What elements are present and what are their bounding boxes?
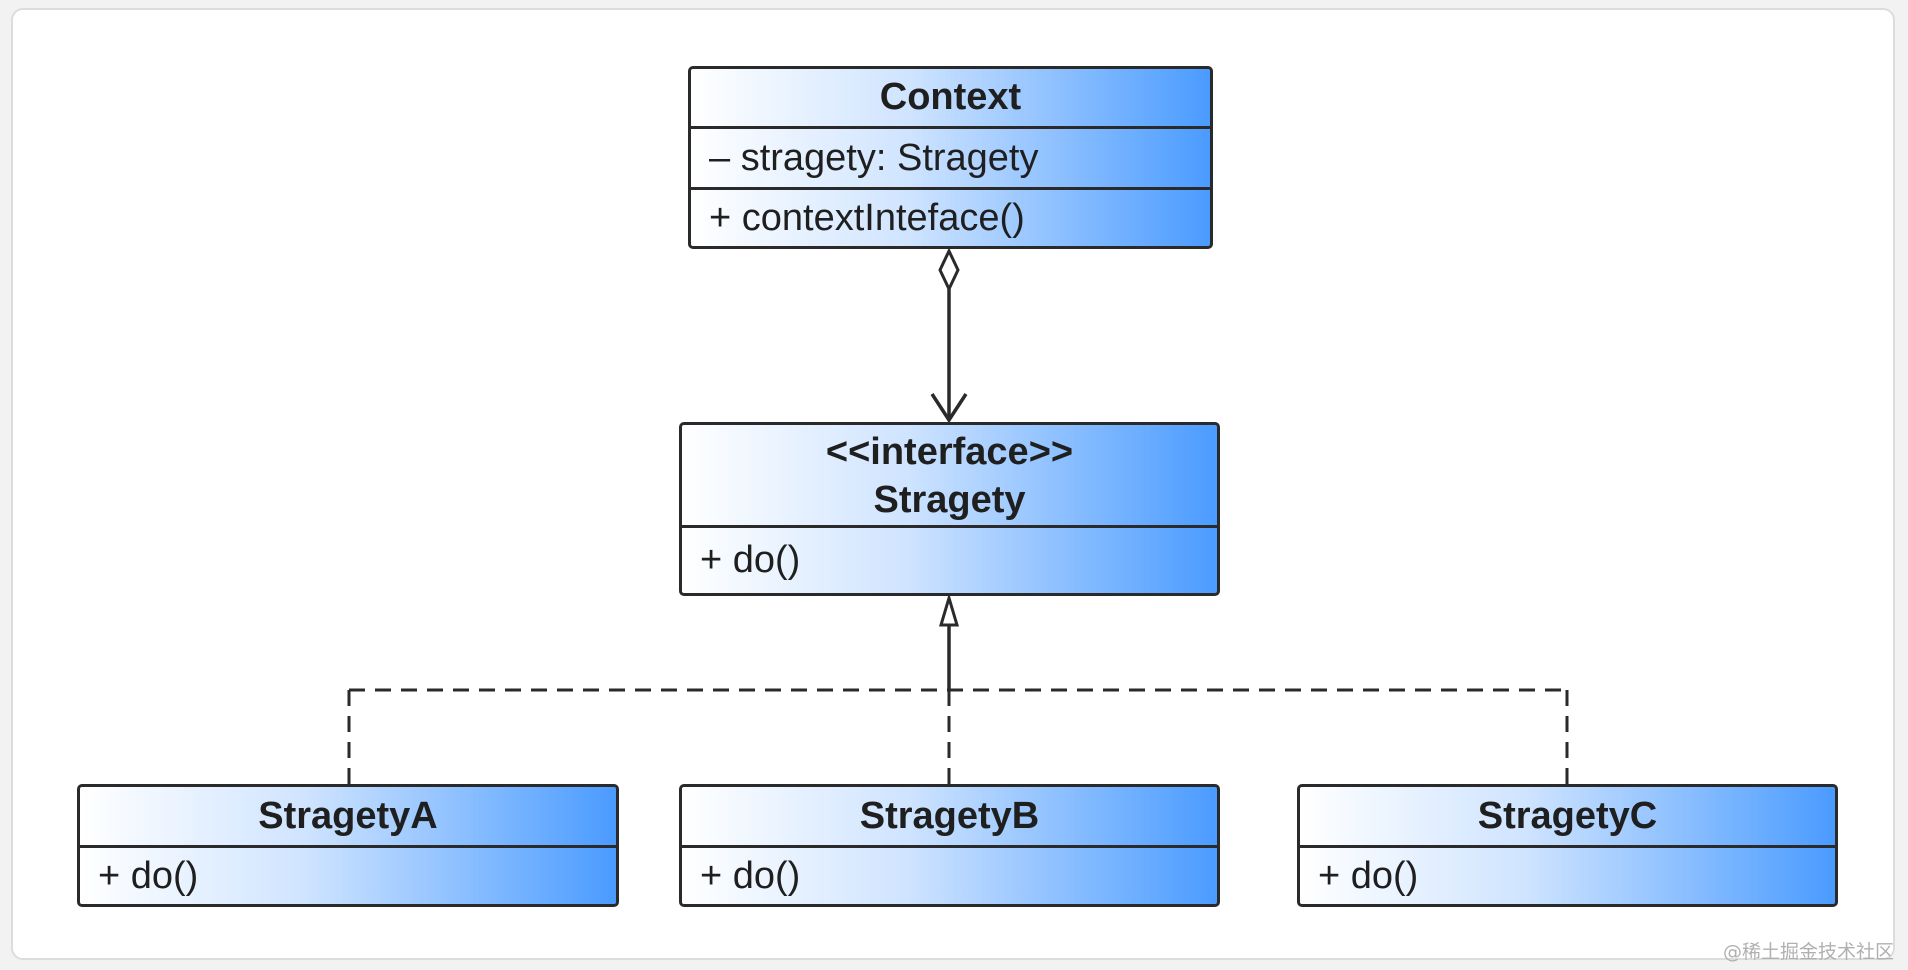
class-context[interactable]: Context – stragety: Stragety + contextIn…: [688, 66, 1213, 249]
interface-stereotype: <<interface>>: [825, 431, 1074, 473]
interface-method: + do(): [700, 539, 801, 581]
class-stragety-a[interactable]: StragetyA + do(): [77, 784, 619, 907]
aggregation-arrowhead: [930, 393, 968, 424]
class-name: StragetyB: [682, 787, 1217, 848]
class-name: StragetyC: [1300, 787, 1835, 848]
class-attribute: – stragety: Stragety: [691, 129, 1210, 190]
class-stragety-b[interactable]: StragetyB + do(): [679, 784, 1220, 907]
class-name: StragetyA: [80, 787, 616, 848]
aggregation-diamond: [938, 247, 960, 293]
watermark-text: @稀土掘金技术社区: [1722, 941, 1894, 963]
class-method: + do(): [98, 855, 199, 897]
class-name: Context: [691, 69, 1210, 129]
class-method: + do(): [1318, 855, 1419, 897]
class-stragety-c[interactable]: StragetyC + do(): [1297, 784, 1838, 907]
class-method: + do(): [700, 855, 801, 897]
interface-header: <<interface>> Stragety: [682, 425, 1217, 528]
interface-stragety[interactable]: <<interface>> Stragety + do(): [679, 422, 1220, 596]
interface-name: Stragety: [873, 479, 1026, 521]
realization-triangle: [938, 592, 960, 627]
class-method: + contextInteface(): [709, 197, 1025, 239]
